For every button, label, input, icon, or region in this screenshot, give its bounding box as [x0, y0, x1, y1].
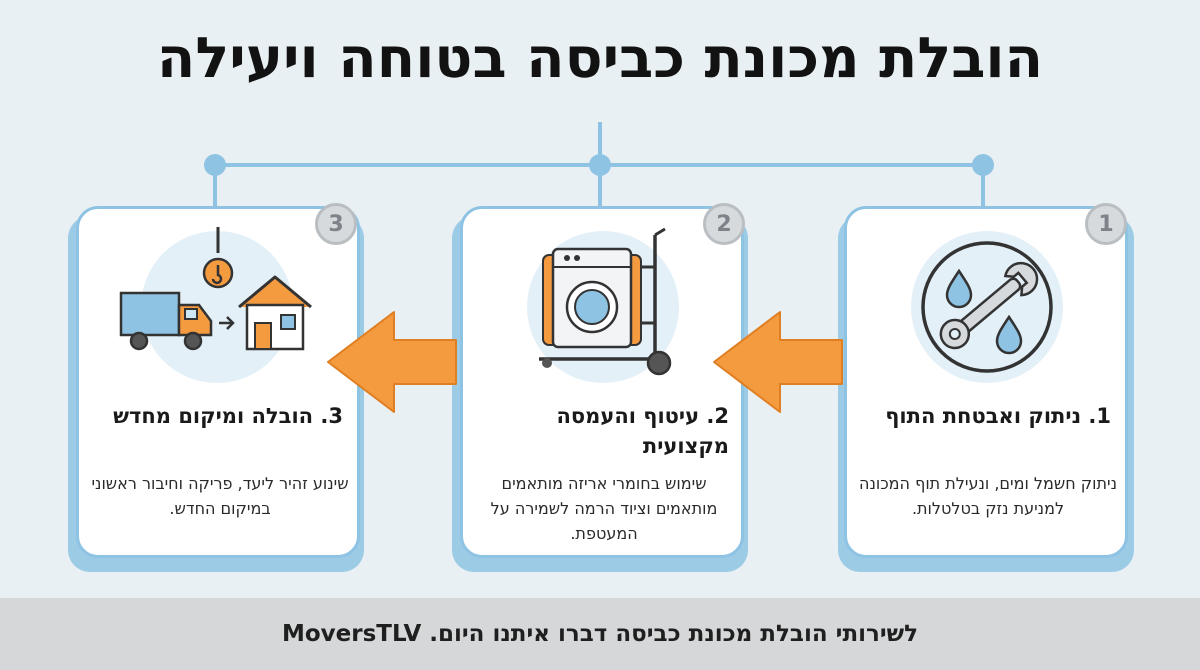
- step-1-description: ניתוק חשמל ומים, ונעילת תוף המכונה למניע…: [859, 474, 1117, 518]
- washing-machine-hand-truck-icon: [539, 227, 672, 376]
- step-connector-lines: [204, 122, 994, 206]
- footer-text: לשירותי הובלת מכונת כביסה דברו איתנו היו…: [281, 621, 919, 647]
- step-2-card: 2 2. עיטוף והעמסה מקצועית שימוש בחומרי א…: [460, 203, 745, 558]
- step-2-number-badge: 2: [703, 203, 745, 245]
- step-1-title: 1. ניתוק ואבטחת התוף: [885, 404, 1111, 428]
- step-3-number-badge: 3: [315, 203, 357, 245]
- page-title: הובלת מכונת כביסה בטוחה ויעילה: [156, 26, 1044, 91]
- step-2-description: שימוש בחומרי אריזה מותאמים מותאמים וציוד…: [490, 474, 718, 543]
- step-3-title: 3. הובלה ומיקום מחדש: [113, 404, 343, 428]
- step-1-card: 1 1. ניתוק ואבטחת התוף ניתוק חשמל ומים, …: [844, 203, 1128, 558]
- footer-bar: לשירותי הובלת מכונת כביסה דברו איתנו היו…: [0, 598, 1200, 670]
- step-2-title: 2. עיטוף והעמסה מקצועית: [556, 404, 729, 458]
- truck-to-house-icon: [119, 227, 312, 351]
- step-3-card: 3 3. הובלה ומיקום מחדש שינוע זהיר ליעד, …: [76, 203, 360, 558]
- step-3-description: שינוע זהיר ליעד, פריקה וחיבור ראשוני במי…: [91, 474, 349, 518]
- arrow-step-2-to-3: [327, 311, 457, 413]
- wrench-water-drops-icon: [921, 241, 1053, 373]
- step-1-number-badge: 1: [1085, 203, 1127, 245]
- arrow-step-1-to-2: [713, 311, 843, 413]
